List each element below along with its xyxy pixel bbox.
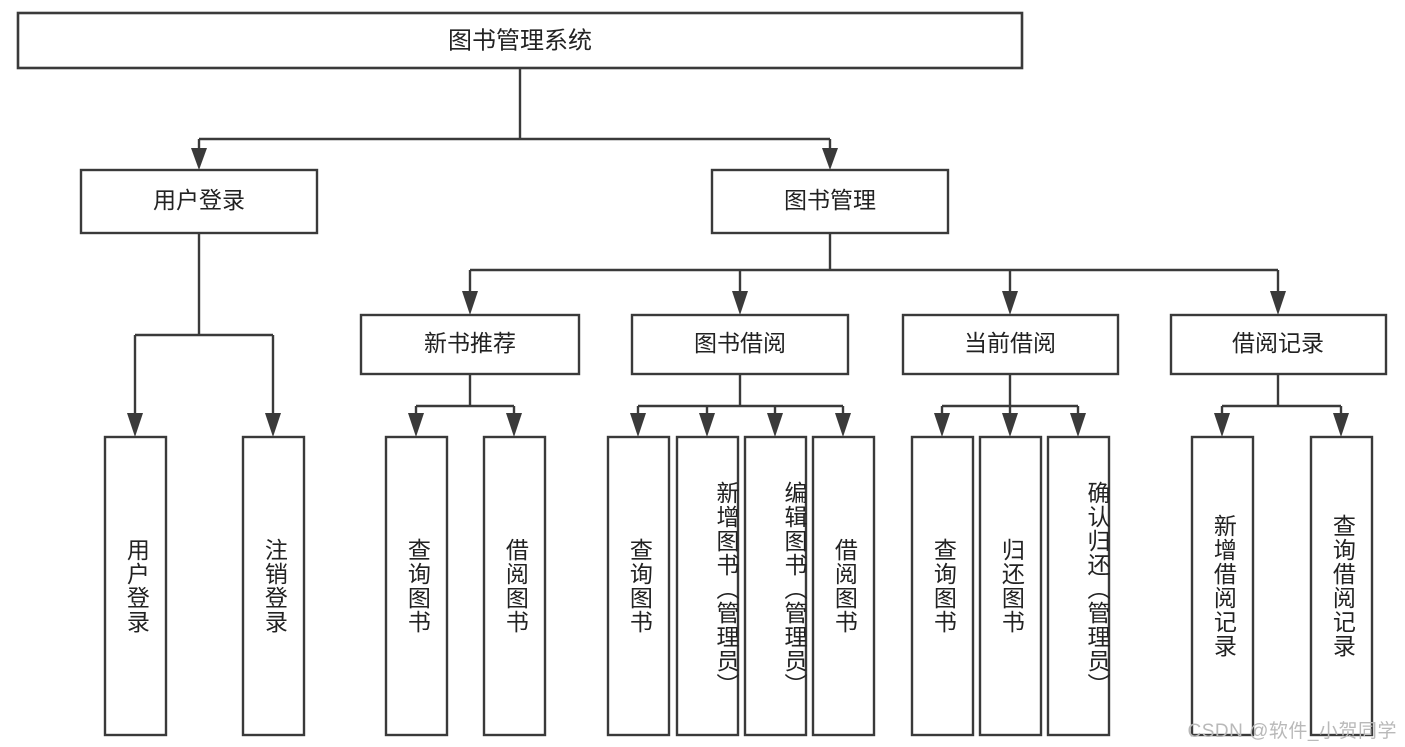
node-borrow-record[interactable]: 借阅记录 bbox=[1169, 313, 1388, 376]
node-borrow-record-box[interactable] bbox=[1169, 313, 1388, 376]
arrow-head-leaf-borrow-book-1 bbox=[506, 413, 522, 437]
node-leaf-borrow-book-2-box[interactable] bbox=[811, 435, 876, 737]
node-book-borrow-label: 图书借阅 bbox=[694, 330, 786, 356]
arrow-head-book-borrow bbox=[732, 291, 748, 315]
arrow-head-current-borrow bbox=[1002, 291, 1018, 315]
arrow-head-leaf-return-book bbox=[1002, 413, 1018, 437]
node-leaf-query-book-2-box[interactable] bbox=[606, 435, 671, 737]
node-leaf-user-login-box[interactable] bbox=[103, 435, 168, 737]
node-book-manage-label: 图书管理 bbox=[784, 187, 876, 213]
node-user-login-label: 用户登录 bbox=[153, 187, 245, 213]
node-leaf-add-record-box[interactable] bbox=[1190, 435, 1255, 737]
node-root-box[interactable] bbox=[16, 11, 1024, 70]
node-new-book-recommend[interactable]: 新书推荐 bbox=[359, 313, 581, 376]
arrow-head-borrow-record bbox=[1270, 291, 1286, 315]
node-current-borrow[interactable]: 当前借阅 bbox=[901, 313, 1120, 376]
arrow-head-leaf-query-book-3 bbox=[934, 413, 950, 437]
arrow-head-leaf-user-login bbox=[127, 413, 143, 437]
leaf-box-group bbox=[103, 435, 1374, 737]
node-book-manage-box[interactable] bbox=[710, 168, 950, 235]
arrow-head-leaf-borrow-book-2 bbox=[835, 413, 851, 437]
arrow-head-leaf-query-record bbox=[1333, 413, 1349, 437]
node-leaf-query-record-box[interactable] bbox=[1309, 435, 1374, 737]
node-book-borrow[interactable]: 图书借阅 bbox=[630, 313, 850, 376]
node-root[interactable]: 图书管理系统 bbox=[16, 11, 1024, 70]
csdn-watermark: CSDN @软件_小贺同学 bbox=[1187, 721, 1397, 742]
arrow-head-book-manage bbox=[822, 148, 838, 170]
node-new-book-recommend-label: 新书推荐 bbox=[424, 330, 516, 356]
arrow-head-leaf-add-book bbox=[699, 413, 715, 437]
node-leaf-logout-login-box[interactable] bbox=[241, 435, 306, 737]
arrow-head-leaf-query-book-1 bbox=[408, 413, 424, 437]
arrow-head-leaf-confirm-return bbox=[1070, 413, 1086, 437]
node-borrow-record-label: 借阅记录 bbox=[1232, 330, 1324, 356]
node-leaf-add-book-box[interactable] bbox=[675, 435, 740, 737]
node-current-borrow-box[interactable] bbox=[901, 313, 1120, 376]
node-leaf-confirm-return-box[interactable] bbox=[1046, 435, 1111, 737]
node-book-manage[interactable]: 图书管理 bbox=[710, 168, 950, 235]
arrow-head-leaf-edit-book bbox=[767, 413, 783, 437]
connector-group bbox=[127, 68, 1349, 437]
node-leaf-edit-book-box[interactable] bbox=[743, 435, 808, 737]
node-book-borrow-box[interactable] bbox=[630, 313, 850, 376]
arrow-head-leaf-logout-login bbox=[265, 413, 281, 437]
node-leaf-query-book-1-box[interactable] bbox=[384, 435, 449, 737]
arrow-head-user-login bbox=[191, 148, 207, 170]
node-current-borrow-label: 当前借阅 bbox=[964, 330, 1056, 356]
node-leaf-borrow-book-1-box[interactable] bbox=[482, 435, 547, 737]
node-new-book-recommend-box[interactable] bbox=[359, 313, 581, 376]
node-leaf-return-book-box[interactable] bbox=[978, 435, 1043, 737]
arrow-head-new-book-recommend bbox=[462, 291, 478, 315]
arrow-head-leaf-query-book-2 bbox=[630, 413, 646, 437]
node-leaf-query-book-3-box[interactable] bbox=[910, 435, 975, 737]
arrow-head-leaf-add-record bbox=[1214, 413, 1230, 437]
node-user-login-box[interactable] bbox=[79, 168, 319, 235]
node-user-login[interactable]: 用户登录 bbox=[79, 168, 319, 235]
node-root-label: 图书管理系统 bbox=[448, 27, 592, 54]
